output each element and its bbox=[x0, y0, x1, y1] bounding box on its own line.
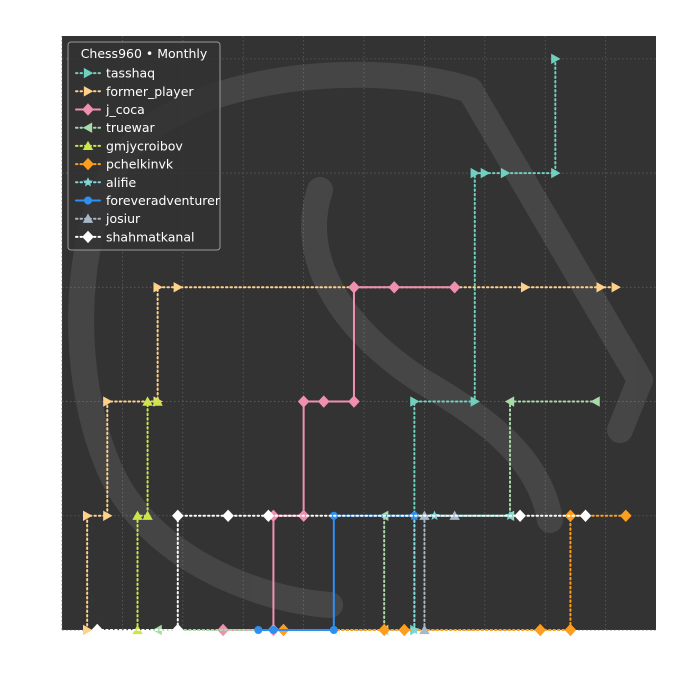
data-point bbox=[398, 623, 411, 637]
data-point bbox=[171, 509, 184, 522]
legend-swatch-marker bbox=[83, 67, 94, 79]
legend-swatch-marker bbox=[82, 213, 94, 223]
data-point bbox=[388, 281, 401, 294]
data-point bbox=[132, 510, 143, 520]
data-point bbox=[410, 396, 420, 407]
legend-item-foreveradventurer: foreveradventurer bbox=[75, 193, 221, 208]
data-point bbox=[222, 509, 234, 522]
series-line bbox=[413, 514, 512, 631]
legend-label: j_coca bbox=[105, 102, 145, 117]
data-point bbox=[269, 626, 278, 634]
data-point bbox=[504, 396, 515, 407]
data-point bbox=[534, 623, 547, 637]
watermark-outline bbox=[68, 61, 483, 618]
data-point bbox=[564, 623, 577, 637]
data-point bbox=[262, 509, 275, 522]
legend-item-pchelkinvk: pchelkinvk bbox=[75, 157, 174, 172]
legend-item-shahmatkanal: shahmatkanal bbox=[75, 229, 195, 244]
data-point bbox=[348, 281, 360, 294]
series-j_coca bbox=[217, 281, 461, 637]
data-point bbox=[579, 509, 592, 522]
legend-label: pchelkinvk bbox=[106, 157, 174, 172]
legend-swatch-marker bbox=[82, 103, 94, 116]
data-point bbox=[611, 282, 621, 293]
legend-item-alifie: alifie bbox=[75, 175, 136, 190]
data-point bbox=[142, 396, 153, 406]
legend-item-former_player: former_player bbox=[75, 84, 194, 99]
legend-label: josiur bbox=[105, 211, 141, 226]
data-point bbox=[470, 396, 480, 407]
legend-label: foreveradventurer bbox=[106, 193, 221, 208]
data-point bbox=[409, 624, 420, 635]
legend-swatch-marker bbox=[82, 122, 93, 133]
legend-item-truewar: truewar bbox=[75, 120, 156, 135]
data-point bbox=[449, 510, 460, 520]
watermark-outline bbox=[301, 177, 563, 533]
legend-swatch-marker bbox=[82, 140, 94, 151]
legend-label: shahmatkanal bbox=[106, 229, 195, 244]
data-point bbox=[153, 282, 163, 293]
data-point bbox=[317, 395, 330, 408]
legend-title: Chess960 • Monthly bbox=[81, 46, 208, 61]
data-point bbox=[590, 396, 600, 407]
data-point bbox=[173, 282, 183, 293]
data-point bbox=[500, 167, 511, 179]
data-point bbox=[448, 281, 461, 294]
legend: Chess960 • Monthly tasshaq former_player j_… bbox=[67, 41, 221, 251]
data-point bbox=[480, 167, 491, 179]
legend-item-tasshaq: tasshaq bbox=[75, 66, 155, 81]
legend-label: tasshaq bbox=[106, 66, 155, 81]
legend-label: truewar bbox=[106, 120, 156, 135]
series-line bbox=[86, 286, 617, 631]
data-point bbox=[152, 396, 163, 406]
data-point bbox=[83, 510, 93, 521]
legend-label: former_player bbox=[106, 84, 194, 99]
legend-swatch-marker bbox=[82, 230, 94, 244]
series-line bbox=[222, 286, 456, 631]
legend-item-j_coca: j_coca bbox=[75, 102, 145, 117]
series-line bbox=[136, 400, 159, 631]
legend-swatch-marker bbox=[83, 86, 94, 97]
data-point bbox=[419, 624, 430, 635]
legend-item-gmjycroibov: gmjycroibov bbox=[75, 138, 183, 153]
data-point bbox=[378, 623, 390, 637]
legend-swatch-marker bbox=[84, 196, 92, 205]
data-point bbox=[91, 623, 104, 637]
data-point bbox=[297, 395, 310, 408]
data-point bbox=[142, 510, 153, 520]
data-point bbox=[103, 396, 113, 407]
legend-box bbox=[67, 41, 221, 251]
data-point bbox=[348, 395, 360, 408]
series-gmjycroibov bbox=[132, 396, 163, 635]
data-point bbox=[329, 626, 338, 634]
data-point bbox=[551, 167, 561, 179]
data-point bbox=[254, 626, 263, 634]
legend-label: gmjycroibov bbox=[106, 138, 183, 153]
legend-swatch-marker bbox=[83, 177, 93, 187]
data-point bbox=[596, 282, 606, 293]
data-point bbox=[470, 167, 480, 179]
series-tasshaq bbox=[410, 53, 561, 636]
data-point bbox=[514, 509, 526, 522]
data-point bbox=[619, 509, 632, 522]
data-point bbox=[171, 623, 184, 637]
data-point bbox=[83, 624, 93, 636]
series-shahmatkanal bbox=[91, 509, 592, 637]
data-point bbox=[551, 53, 561, 65]
legend-item-josiur: josiur bbox=[75, 211, 141, 226]
knight-watermark bbox=[68, 61, 653, 618]
data-point bbox=[520, 282, 531, 293]
watermark-outline bbox=[457, 77, 653, 443]
legend-label: alifie bbox=[106, 175, 136, 190]
data-point bbox=[103, 510, 113, 521]
legend-swatch-marker bbox=[82, 157, 94, 171]
